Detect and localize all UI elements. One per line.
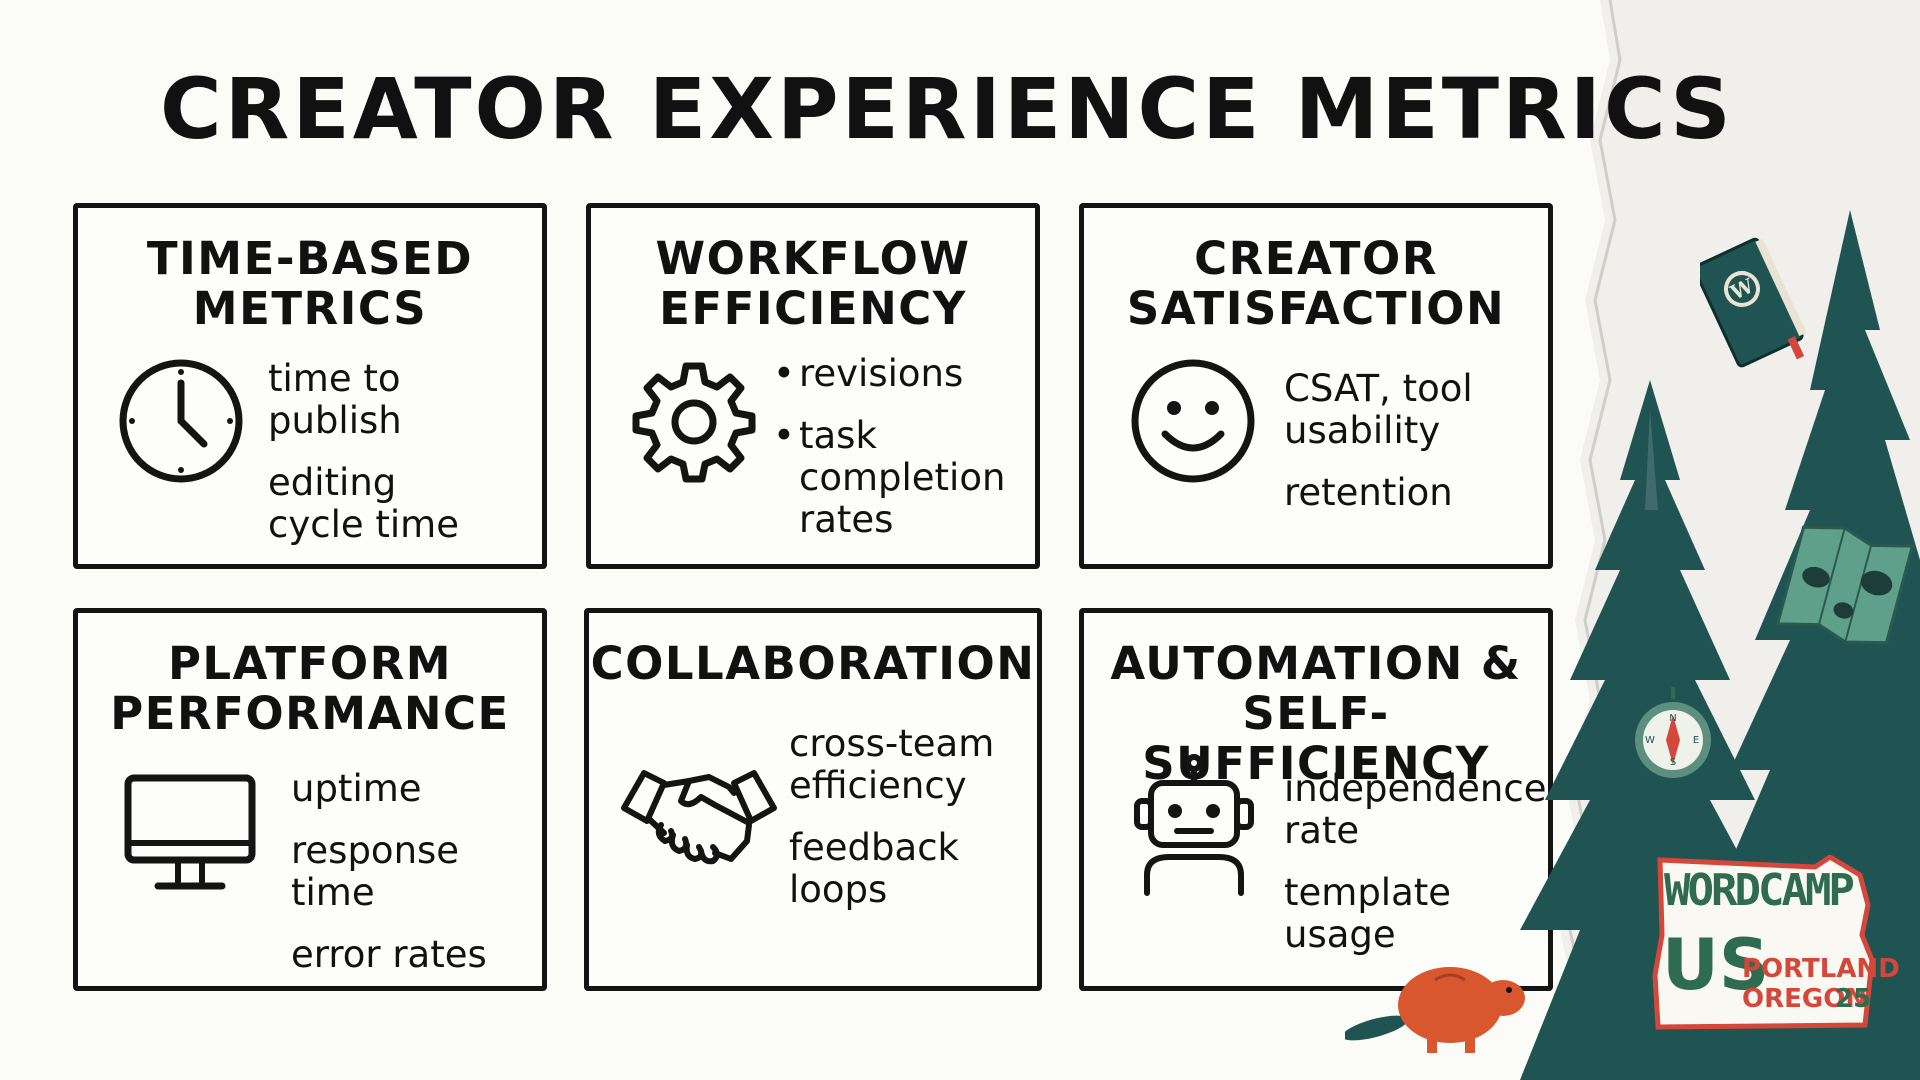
list-item: feedback loops xyxy=(789,826,959,911)
card-title-line2: PERFORMANCE xyxy=(110,687,510,740)
wordpress-book-icon: W xyxy=(1700,237,1807,368)
card-title-line1: AUTOMATION & xyxy=(1110,637,1522,690)
list-item: time to publish xyxy=(268,357,402,442)
wordcamp-us-badge: WORDCAMP US PORTLAND OREGON 25 xyxy=(1650,855,1900,1033)
card-collaboration: COLLABORATION cross-team efficiency feed… xyxy=(584,608,1042,991)
handshake-icon xyxy=(621,770,777,865)
card-title-line1: PLATFORM xyxy=(167,637,453,690)
list-item-text: task completion rates xyxy=(799,414,1006,541)
card-title: COLLABORATION xyxy=(589,639,1037,689)
svg-text:S: S xyxy=(1670,757,1676,768)
card-creator-satisfaction: CREATOR SATISFACTION CSAT, tool usabilit… xyxy=(1079,203,1553,569)
list-item: •revisions xyxy=(773,352,964,395)
card-title: TIME-BASED METRICS xyxy=(78,234,542,334)
card-title: CREATOR SATISFACTION xyxy=(1084,234,1548,334)
list-item: cross-team efficiency xyxy=(789,722,995,807)
list-item: template usage xyxy=(1284,871,1452,956)
list-item-text: revisions xyxy=(799,352,964,395)
list-item: retention xyxy=(1284,471,1453,514)
list-item: independence rate xyxy=(1284,767,1547,852)
list-item: CSAT, tool usability xyxy=(1284,367,1473,452)
card-platform-performance: PLATFORM PERFORMANCE uptime response tim… xyxy=(73,608,547,991)
card-title-line2: EFFICIENCY xyxy=(659,282,967,335)
card-title-line1: WORKFLOW xyxy=(655,232,971,285)
card-title: WORKFLOW EFFICIENCY xyxy=(591,234,1035,334)
badge-word2: US xyxy=(1662,924,1770,1006)
badge-word1: WORDCAMP xyxy=(1664,865,1855,916)
robot-icon xyxy=(1134,754,1254,896)
card-automation-self-sufficiency: AUTOMATION & SELF-SUFFICIENCY independen… xyxy=(1079,608,1553,991)
badge-year: 25 xyxy=(1835,984,1872,1014)
card-title-line2: METRICS xyxy=(192,282,428,335)
badge-state: OREGON xyxy=(1742,984,1868,1014)
svg-text:W: W xyxy=(1645,735,1655,746)
list-item: response time xyxy=(291,829,460,914)
gear-icon xyxy=(632,362,756,483)
monitor-icon xyxy=(124,774,256,890)
list-item: •task completion rates xyxy=(773,414,1006,541)
card-title-line1: COLLABORATION xyxy=(590,637,1036,690)
clock-icon xyxy=(119,359,243,483)
svg-text:N: N xyxy=(1669,713,1676,724)
page-title: CREATOR EXPERIENCE METRICS xyxy=(160,60,1734,158)
svg-text:E: E xyxy=(1693,735,1699,746)
card-workflow-efficiency: WORKFLOW EFFICIENCY •revisions •task com… xyxy=(586,203,1040,569)
list-item: uptime xyxy=(291,767,422,810)
card-title-line1: TIME-BASED xyxy=(146,232,474,285)
beaver-icon xyxy=(1345,967,1525,1053)
card-title-line1: CREATOR xyxy=(1194,232,1438,285)
badge-city: PORTLAND xyxy=(1742,954,1900,984)
map-icon xyxy=(1775,525,1915,645)
oregon-state-outline xyxy=(1652,855,1875,1030)
card-title-line2: SATISFACTION xyxy=(1126,282,1506,335)
list-item: error rates xyxy=(291,933,487,976)
smiley-icon xyxy=(1131,359,1255,483)
card-time-based-metrics: TIME-BASED METRICS time to publish editi… xyxy=(73,203,547,569)
card-title: PLATFORM PERFORMANCE xyxy=(78,639,542,739)
list-item: editing cycle time xyxy=(268,461,459,546)
compass-icon: N E W S xyxy=(1635,687,1711,778)
